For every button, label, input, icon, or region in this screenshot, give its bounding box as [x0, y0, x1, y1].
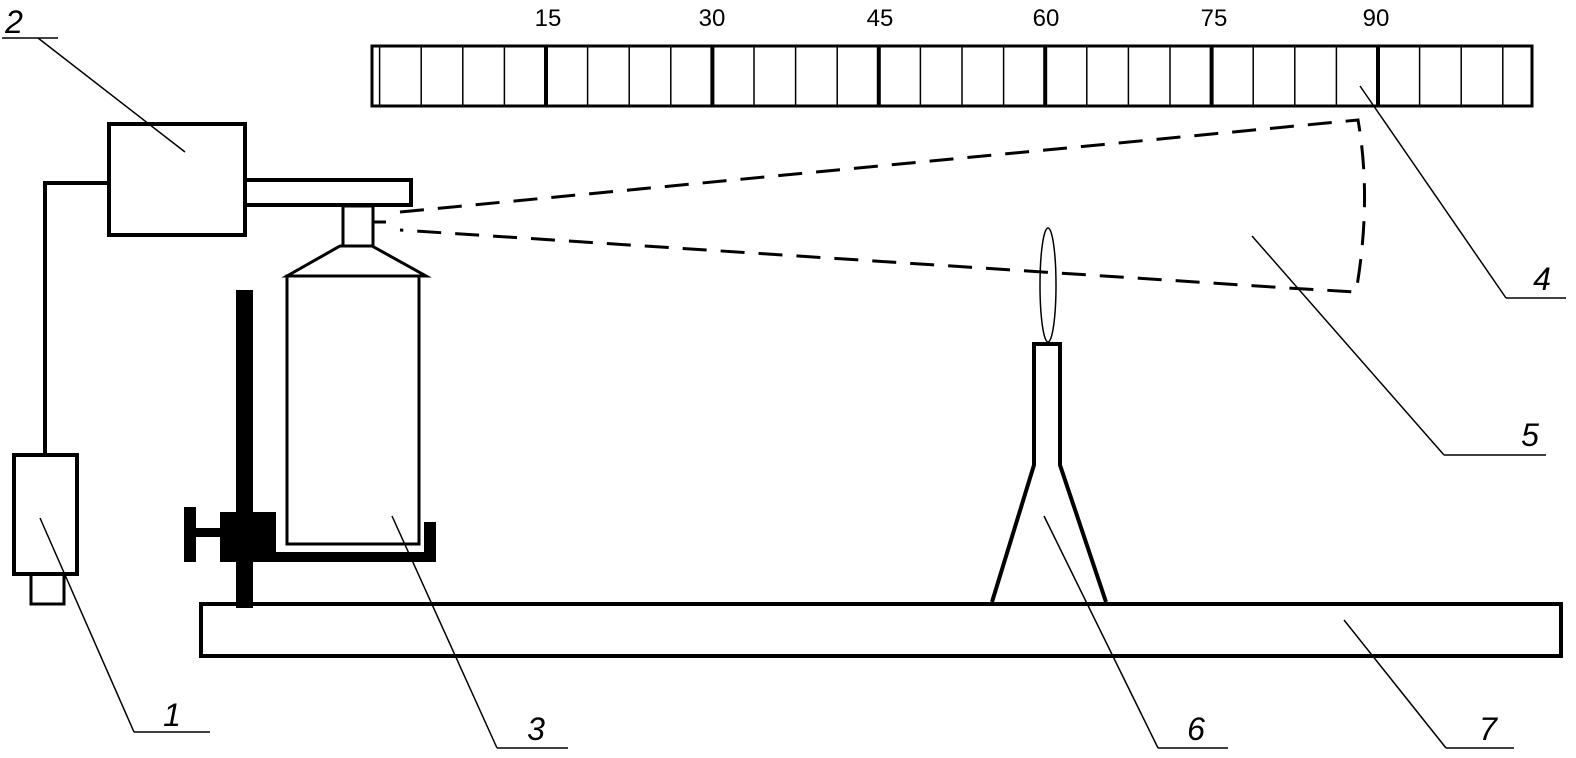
tick-label-60: 60 — [1033, 5, 1060, 32]
leader-4 — [1359, 85, 1507, 299]
callout-6: 6 — [1187, 711, 1205, 747]
leader-1 — [39, 517, 135, 733]
actuator-arm — [243, 178, 413, 207]
spray-cone — [399, 118, 1366, 294]
power-unit — [12, 453, 79, 606]
can-shoulder — [281, 244, 432, 278]
spray-cone-outline — [399, 118, 1366, 294]
holder-bottom-arm — [250, 552, 432, 562]
tick-label-90: 90 — [1363, 5, 1390, 32]
clamp-screw-stem — [196, 528, 222, 537]
leader-5 — [1251, 235, 1445, 456]
can-body — [285, 274, 421, 546]
clamp-screw-knob — [184, 507, 196, 562]
burner-left-wall — [990, 344, 1036, 603]
flame — [1039, 227, 1057, 343]
actuator-box — [107, 122, 247, 237]
aerosol-can — [281, 204, 432, 546]
burner — [990, 227, 1108, 603]
callout-4: 4 — [1533, 261, 1551, 297]
scale-divisions — [378, 46, 1504, 106]
holder-right-lip — [424, 522, 436, 562]
scale-frame — [370, 44, 1534, 108]
leader-3 — [391, 515, 498, 749]
burner-right-wall — [1058, 344, 1108, 603]
leader-6 — [1043, 515, 1159, 749]
callout-2: 2 — [4, 4, 23, 40]
callout-3: 3 — [527, 711, 545, 747]
leader-7 — [1343, 619, 1447, 749]
stand-and-clamp — [184, 290, 436, 608]
callout-5: 5 — [1521, 417, 1539, 453]
measuring-scale: 15 30 45 60 75 90 — [370, 5, 1534, 108]
connecting-cable — [43, 181, 109, 455]
tick-label-15: 15 — [535, 5, 562, 32]
callout-labels: 2 1 3 4 5 6 7 — [4, 4, 1551, 747]
tick-label-30: 30 — [699, 5, 726, 32]
power-unit-plug — [29, 572, 66, 606]
callout-1: 1 — [163, 697, 181, 733]
base-plate — [199, 602, 1563, 658]
scale-tick-labels: 15 30 45 60 75 90 — [535, 5, 1390, 32]
callout-7: 7 — [1479, 711, 1498, 747]
power-unit-body — [12, 453, 79, 576]
can-valve-stem — [341, 204, 375, 248]
actuator — [107, 122, 413, 237]
leader-2 — [37, 37, 186, 153]
tick-label-75: 75 — [1201, 5, 1228, 32]
leader-lines — [2, 37, 1566, 749]
tick-label-45: 45 — [867, 5, 894, 32]
